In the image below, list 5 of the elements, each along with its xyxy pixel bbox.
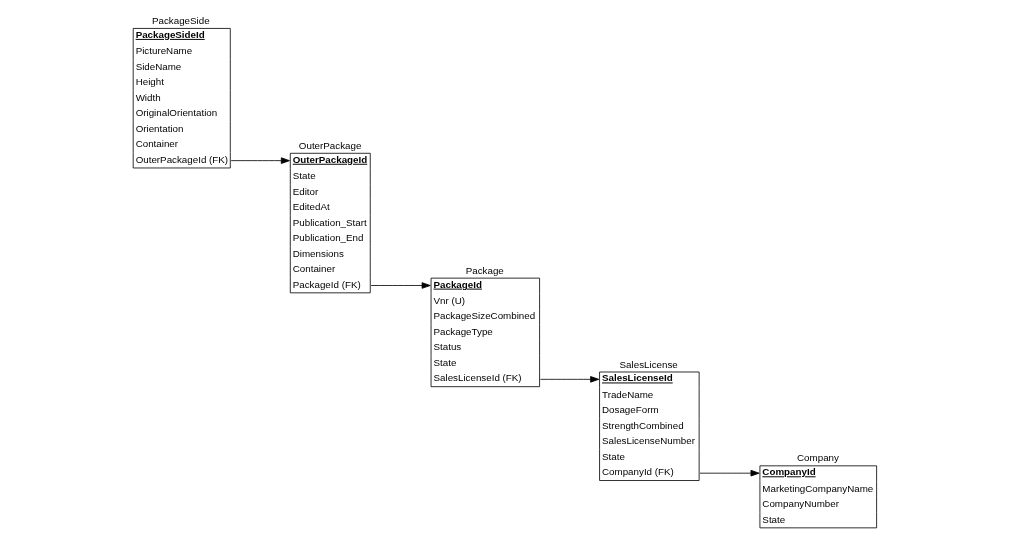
node-text: PackageSide PackageSideId PictureName SideName Height Width OriginalOrientation Orientation Container OuterPackageId (FK) — [135, 15, 229, 165]
node-text: Package PackageId Vnr (U) PackageSizeCombined PackageType Status State SalesLicenseId (FK) — [433, 264, 536, 384]
node-text: Company CompanyId MarketingCompanyName CompanyNumber State — [762, 452, 874, 525]
node-text: OuterPackage OuterPackageId State Editor EditedAt Publication_Start Publication_End Dimensions Container PackageId (FK) — [292, 139, 368, 290]
node-text: SalesLicense SalesLicenseId TradeName DosageForm StrengthCombined SalesLicenseNumber State CompanyId (FK) — [602, 358, 695, 478]
